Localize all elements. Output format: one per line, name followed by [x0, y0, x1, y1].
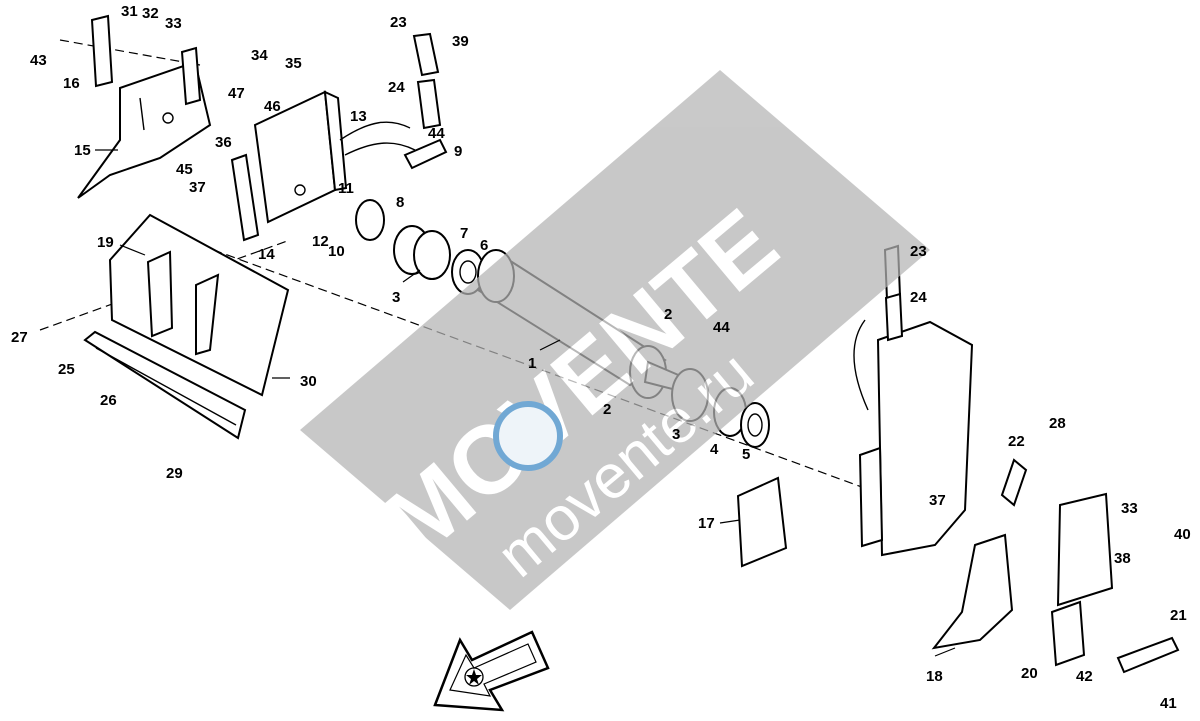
callout-label: 26: [100, 392, 117, 409]
left-bearing-set: [355, 199, 485, 295]
callout-label: 22: [1008, 433, 1025, 450]
right-side-bracket: [931, 492, 1114, 667]
callout-label: 7: [460, 225, 468, 242]
mounting-strip: [230, 153, 260, 242]
callout-label: 43: [30, 52, 47, 69]
callout-label: 36: [215, 134, 232, 151]
flow-direction-arrow-icon: [433, 630, 550, 712]
callout-label: 40: [1174, 526, 1191, 543]
callout-label: 37: [929, 492, 946, 509]
scraper-blade: [83, 330, 247, 440]
callout-label: 35: [285, 55, 302, 72]
callout-label: 45: [176, 161, 193, 178]
callout-label: 9: [454, 143, 462, 160]
callout-label: 39: [452, 33, 469, 50]
callout-label: 32: [142, 5, 159, 22]
watermark: MOVENTE movente.ru: [300, 70, 930, 610]
side-plate: [253, 90, 416, 224]
callout-label: 24: [910, 289, 927, 306]
callout-label: 28: [1049, 415, 1066, 432]
callout-label: 15: [74, 142, 91, 159]
callout-label: 16: [63, 75, 80, 92]
callout-label: 33: [165, 15, 182, 32]
callout-label: 44: [428, 125, 445, 142]
callout-label: 23: [390, 14, 407, 31]
callout-label: 2: [664, 306, 672, 323]
callout-label: 31: [121, 3, 138, 20]
callout-label: 4: [710, 441, 719, 458]
callout-label: 13: [350, 108, 367, 125]
bolt-axis-line: [59, 39, 201, 66]
callout-label: 8: [396, 194, 404, 211]
callout-label: 44: [713, 319, 730, 336]
callout-label: 5: [742, 446, 750, 463]
left-side-bracket: [77, 14, 212, 199]
callout-label: 27: [11, 329, 28, 346]
callout-label: 37: [189, 179, 206, 196]
star-emblem-icon: [464, 667, 484, 687]
small-angle-bracket: [1000, 458, 1028, 507]
callout-label: 42: [1076, 668, 1093, 685]
callout-label: 12: [312, 233, 329, 250]
callout-label: 19: [97, 234, 114, 251]
callout-label: 10: [328, 243, 345, 260]
right-hinge-strip: [884, 292, 904, 342]
callout-label: 23: [910, 243, 927, 260]
callout-label: 18: [926, 668, 943, 685]
small-bracket: [403, 138, 448, 170]
clamp-plate: [1116, 636, 1180, 674]
callout-label: 11: [338, 180, 354, 197]
callout-label: 25: [58, 361, 75, 378]
callout-label: 46: [264, 98, 281, 115]
callout-label: 34: [251, 47, 268, 64]
upper-hinge-strip: [416, 78, 442, 130]
watermark-gear-icon: [493, 401, 563, 471]
upper-hinge-strip: [412, 32, 440, 77]
callout-label: 24: [388, 79, 405, 96]
callout-label: 30: [300, 373, 317, 390]
callout-label: 21: [1170, 607, 1187, 624]
callout-label: 20: [1021, 665, 1038, 682]
end-plate: [736, 476, 788, 568]
callout-label: 33: [1121, 500, 1138, 517]
callout-label: 3: [672, 426, 680, 443]
callout-label: 41: [1160, 695, 1177, 712]
callout-label: 38: [1114, 550, 1131, 567]
callout-labels: 1 2 2 3 3 4 5 6 7 8 9 10 11 12 13 14 15 …: [11, 3, 1191, 712]
watermark-band: [300, 70, 930, 610]
callout-label: 14: [258, 246, 275, 263]
callout-label: 29: [166, 465, 183, 482]
callout-label: 3: [392, 289, 400, 306]
callout-label: 2: [603, 401, 611, 418]
leader-lines: [95, 149, 956, 657]
scraper-frame-block: [108, 213, 290, 397]
callout-label: 1: [528, 355, 536, 372]
callout-label: 6: [480, 237, 488, 254]
callout-label: 47: [228, 85, 245, 102]
callout-label: 17: [698, 515, 715, 532]
right-housing: [853, 319, 974, 557]
